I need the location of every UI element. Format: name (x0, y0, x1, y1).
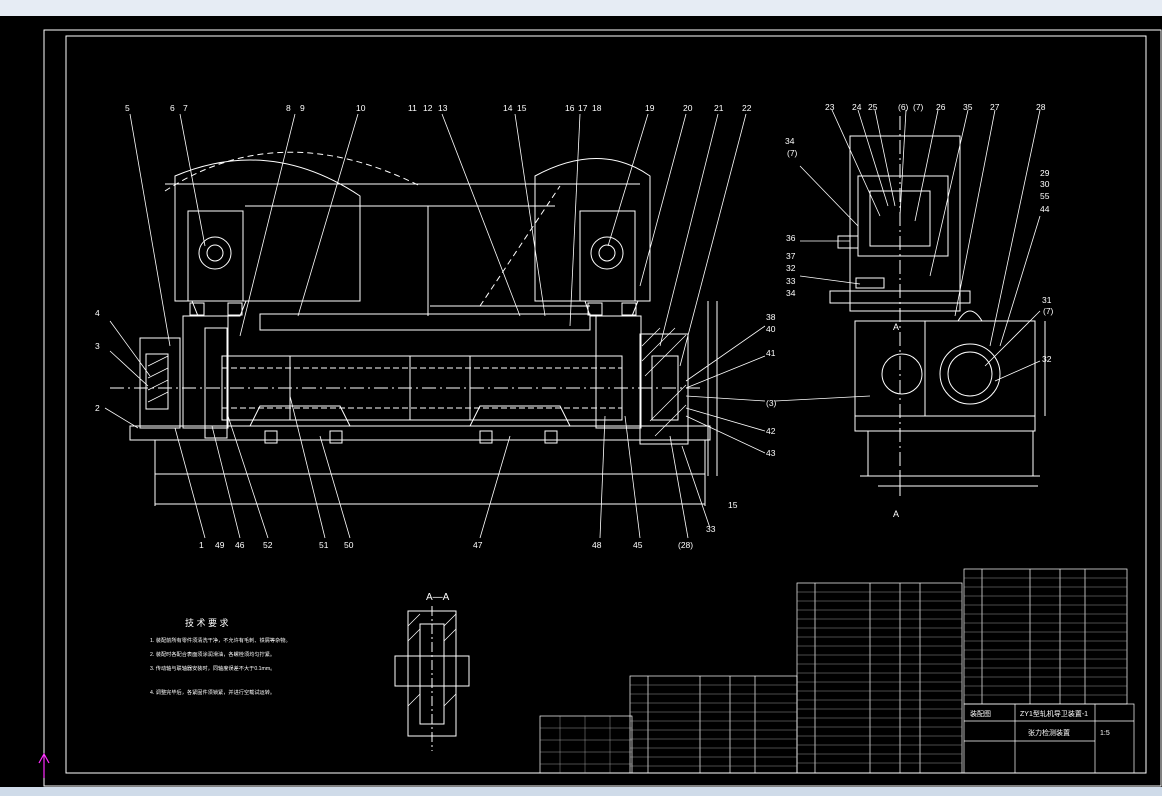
callout-top-10: 15 (517, 103, 527, 113)
front-view (110, 151, 718, 506)
callout-top-17: 22 (742, 103, 752, 113)
note-line-2: 2. 装配时各配合表面须涂润滑油，各螺栓须均匀拧紧。 (150, 650, 275, 658)
callout-side-left-1: (7) (787, 148, 798, 158)
callout-top-2: 7 (183, 103, 188, 113)
drawing-scale: 1:5 (1100, 730, 1110, 737)
window-bottom-strip (0, 787, 1162, 796)
callout-side-right-5: (7) (1043, 306, 1054, 316)
callout-right-5: 43 (766, 448, 776, 458)
notes-title: 技 术 要 求 (185, 617, 229, 628)
callout-side-top-8: 28 (1036, 102, 1046, 112)
callout-right-6: 15 (728, 500, 738, 510)
callout-top-13: 18 (592, 103, 602, 113)
callout-bottom-1: 49 (215, 540, 225, 550)
callout-side-top-7: 27 (990, 102, 1000, 112)
callout-side-top-6: 35 (963, 102, 973, 112)
callout-side-right-2: 55 (1040, 191, 1050, 201)
callout-side-left-5: 33 (786, 276, 796, 286)
callout-side-top-1: 24 (852, 102, 862, 112)
callout-bottom-6: 47 (473, 540, 483, 550)
callout-leaders (104, 113, 766, 539)
callout-right-1: 40 (766, 324, 776, 334)
side-view (774, 109, 1046, 496)
callout-side-left-6: 34 (786, 288, 796, 298)
callout-side-top-2: 25 (868, 102, 878, 112)
callout-bottom-7: 48 (592, 540, 602, 550)
callout-top-0: 5 (125, 103, 130, 113)
drawing-name: 张力检测装置 (1028, 728, 1070, 737)
callout-side-left-2: 36 (786, 233, 796, 243)
drawing-canvas[interactable]: A—A A A 技 术 要 求 1. 装配前所有零件须清洗干净，不允许有毛刺、铁… (0, 16, 1162, 787)
callout-left-2: 2 (95, 403, 100, 413)
callout-right-3: (3) (766, 398, 777, 408)
outer-frame (43, 29, 1162, 787)
callout-top-12: 17 (578, 103, 588, 113)
callout-side-right-0: 29 (1040, 168, 1050, 178)
callout-side-left-3: 37 (786, 251, 796, 261)
callout-top-11: 16 (565, 103, 575, 113)
section-mark-2: A (893, 322, 899, 332)
callout-side-right-6: 32 (1042, 354, 1052, 364)
note-line-4: 4. 调整完毕后，各紧固件须锁紧，并进行空载试运转。 (150, 688, 275, 696)
callout-right-2: 41 (766, 348, 776, 358)
drawing-type: 装配图 (970, 709, 991, 718)
callout-side-left-4: 32 (786, 263, 796, 273)
callout-top-8: 13 (438, 103, 448, 113)
callout-top-14: 19 (645, 103, 655, 113)
callout-side-top-0: 23 (825, 102, 835, 112)
section-mark: A (893, 509, 899, 519)
callout-top-7: 12 (423, 103, 433, 113)
ucs-arrow-icon (38, 752, 50, 778)
callout-side-right-1: 30 (1040, 179, 1050, 189)
callout-side-top-5: 26 (936, 102, 946, 112)
callout-top-9: 14 (503, 103, 513, 113)
callout-bottom-4: 51 (319, 540, 329, 550)
callout-top-6: 11 (408, 103, 417, 113)
parts-list-rows (540, 577, 1127, 773)
callout-bottom-10: 33 (706, 524, 716, 534)
callout-top-16: 21 (714, 103, 724, 113)
callout-bottom-8: 45 (633, 540, 643, 550)
window-top-strip (0, 0, 1162, 17)
callout-bottom-9: (28) (678, 540, 693, 550)
callout-bottom-0: 1 (199, 540, 204, 550)
callout-top-15: 20 (683, 103, 693, 113)
callout-top-3: 8 (286, 103, 291, 113)
callout-side-top-4: (7) (913, 102, 924, 112)
callout-side-right-4: 31 (1042, 295, 1052, 305)
callout-top-4: 9 (300, 103, 305, 113)
callout-top-1: 6 (170, 103, 175, 113)
callout-bottom-2: 46 (235, 540, 245, 550)
callout-side-left-0: 34 (785, 136, 795, 146)
parts-list (539, 568, 1135, 774)
callout-left-0: 4 (95, 308, 100, 318)
section-label: A—A (426, 592, 450, 603)
callout-side-right-3: 44 (1040, 204, 1050, 214)
drawing-number: ZY1型轧机导卫装置-1 (1020, 709, 1088, 718)
section-a-a (394, 606, 470, 751)
callout-left-1: 3 (95, 341, 100, 351)
note-line-1: 1. 装配前所有零件须清洗干净，不允许有毛刺、铁屑等杂物。 (150, 636, 291, 644)
note-line-3: 3. 传动轴与联轴器安装时，同轴度误差不大于0.1mm。 (150, 664, 275, 672)
cad-drawing: A—A A A 技 术 要 求 1. 装配前所有零件须清洗干净，不允许有毛刺、铁… (38, 29, 1162, 787)
callout-bottom-5: 50 (344, 540, 354, 550)
callout-top-5: 10 (356, 103, 366, 113)
callout-bottom-3: 52 (263, 540, 273, 550)
callout-right-0: 38 (766, 312, 776, 322)
callout-right-4: 42 (766, 426, 776, 436)
callout-side-top-3: (6) (898, 102, 909, 112)
